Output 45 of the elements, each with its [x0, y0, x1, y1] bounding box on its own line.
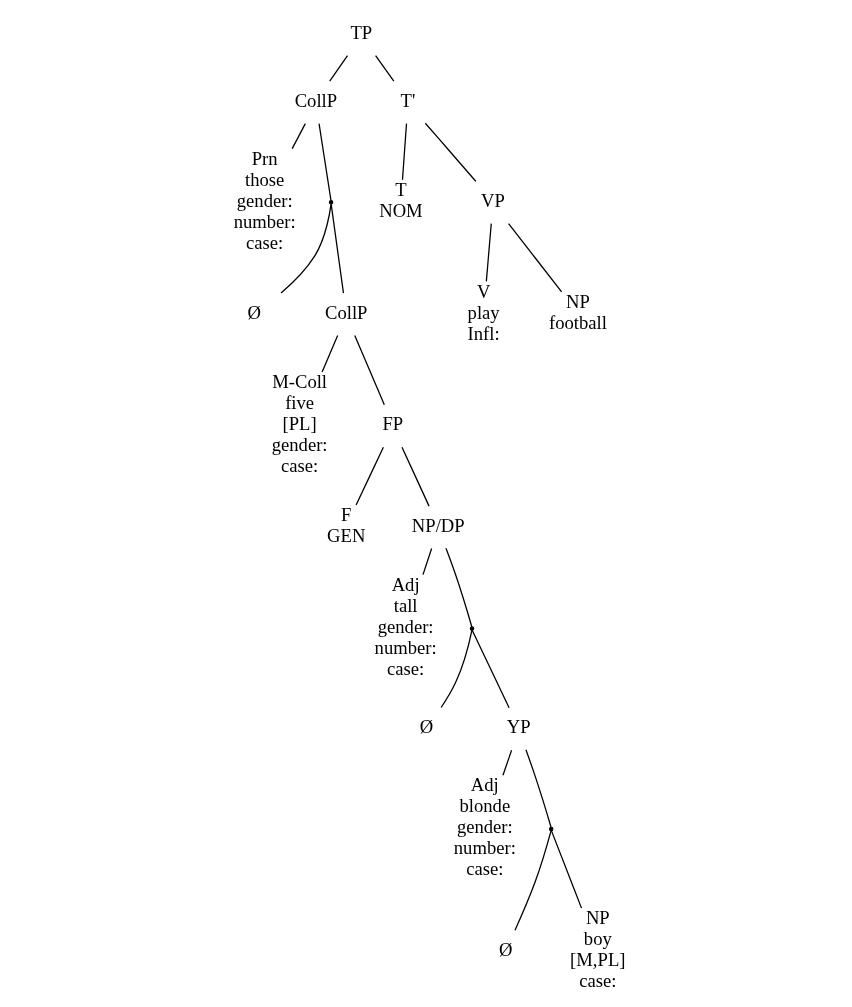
- node-text: Ø: [247, 301, 261, 323]
- connector: [354, 334, 385, 405]
- node-text: T NOM: [379, 178, 423, 221]
- connector: [401, 122, 408, 181]
- connector: [291, 122, 306, 149]
- node-text: NP boy [M,PL] case:: [570, 906, 626, 991]
- connector: [471, 629, 510, 708]
- connector: [280, 203, 332, 294]
- connector: [355, 446, 384, 506]
- node-text: NP football: [549, 290, 607, 333]
- connector: [329, 54, 349, 82]
- node-text: TP: [350, 21, 373, 43]
- connector: [321, 334, 339, 373]
- node-text: F GEN: [327, 503, 366, 546]
- node-text: CollP: [324, 301, 368, 323]
- node-text: Ø: [499, 938, 513, 960]
- node-text: V play Infl:: [467, 280, 500, 344]
- connector: [424, 122, 477, 182]
- connector: [485, 222, 492, 282]
- connector: [401, 446, 430, 507]
- node-text: Ø: [419, 715, 434, 737]
- connector: [374, 54, 395, 82]
- connector: [514, 829, 552, 931]
- node-text: FP: [382, 412, 404, 434]
- connector: [502, 749, 513, 776]
- node-point: [548, 826, 554, 831]
- connector: [525, 748, 552, 828]
- node-text: Prn those gender: number: case:: [233, 147, 296, 253]
- connector: [422, 547, 433, 575]
- node-text: T': [400, 89, 416, 111]
- connector: [550, 829, 583, 909]
- node-text: VP: [481, 189, 505, 211]
- node-point: [469, 625, 475, 631]
- connector: [445, 547, 473, 627]
- node-text: Adj tall gender: number: case:: [374, 573, 437, 679]
- node-point: [328, 199, 334, 205]
- node-text: M-Coll five [PL] gender: case:: [271, 370, 328, 476]
- connector: [330, 203, 345, 294]
- node-text: Adj blonde gender: number: case:: [453, 773, 516, 879]
- connector: [440, 629, 473, 708]
- node-text: NP/DP: [411, 514, 465, 536]
- connector: [507, 222, 563, 293]
- node-text: YP: [506, 715, 531, 737]
- node-text: CollP: [294, 89, 338, 111]
- connector: [318, 122, 332, 201]
